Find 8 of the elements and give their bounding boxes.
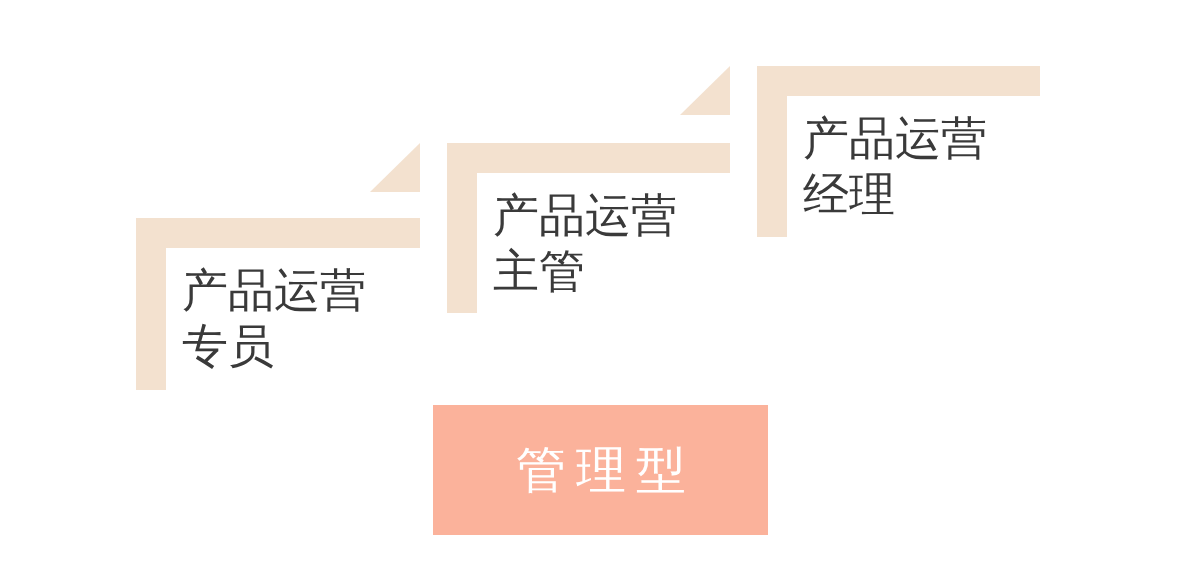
- category-box: [433, 405, 768, 535]
- l-bracket: [757, 66, 1040, 237]
- step-title: 产品运营主管: [493, 187, 678, 299]
- l-bracket: [136, 218, 420, 390]
- step-title: 产品运营经理: [803, 110, 988, 222]
- step-title: 产品运营专员: [182, 262, 367, 374]
- l-bracket: [447, 143, 730, 313]
- category-label: 管理型: [514, 440, 696, 500]
